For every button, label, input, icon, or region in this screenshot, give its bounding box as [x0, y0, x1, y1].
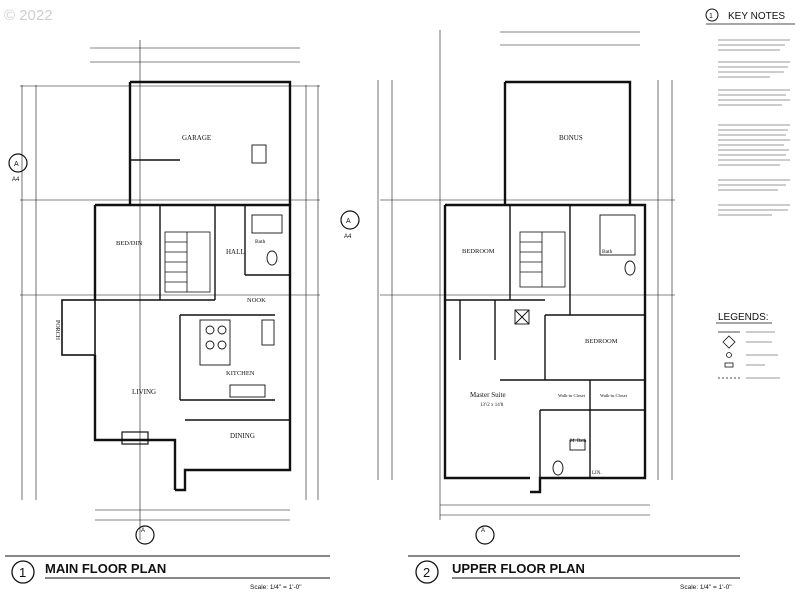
room-label-porch: PORCH	[54, 320, 60, 341]
main-bath-fixtures	[251, 144, 283, 266]
key-notes-text-lines	[718, 39, 790, 216]
key-notes-panel: 1 KEY NOTES	[705, 8, 795, 216]
main-interior-walls	[95, 159, 290, 421]
key-notes-number: 1	[709, 13, 713, 20]
section-sheet-upper-left: A4	[344, 234, 352, 240]
main-floor-plan	[8, 40, 320, 545]
upper-stairs	[519, 231, 566, 288]
main-plan-scale: Scale: 1/4" = 1'-0"	[250, 584, 302, 591]
upper-dimension-lines	[377, 30, 675, 520]
legends-panel: LEGENDS:	[716, 312, 780, 379]
room-label-garage: GARAGE	[182, 134, 211, 142]
upper-plan-number-circle	[415, 560, 439, 584]
upper-bath-fixtures	[514, 214, 636, 476]
room-label-kitchen: KITCHEN	[226, 370, 255, 377]
section-label-upper-bottom: A	[481, 528, 485, 534]
legends-title: LEGENDS:	[718, 312, 769, 323]
main-title-block: 1 MAIN FLOOR PLAN Scale: 1/4" = 1'-0"	[5, 555, 330, 591]
section-marker-upper-left	[340, 210, 360, 230]
key-notes-marker	[705, 8, 719, 22]
room-label-walk-in-left: Walk-in Closet	[558, 393, 586, 398]
room-label-bonus: BONUS	[559, 134, 583, 142]
section-marker-upper-bottom	[475, 525, 495, 545]
room-label-upper-bath: Bath	[602, 249, 613, 255]
upper-title-block: 2 UPPER FLOOR PLAN Scale: 1/4" = 1'-0"	[408, 555, 740, 591]
upper-interior-walls	[445, 205, 645, 478]
room-label-bedroom-right: BEDROOM	[585, 338, 618, 345]
main-room-labels: GARAGE BED/DIN HALL Bath NOOK PORCH KITC…	[12, 134, 266, 534]
room-label-nook: NOOK	[247, 297, 266, 304]
porch-outline	[61, 299, 96, 356]
room-label-linen: LIN.	[592, 471, 602, 476]
upper-floor-plan	[340, 30, 675, 545]
upper-room-labels: BONUS BEDROOM Bath BEDROOM Master Suite …	[344, 134, 628, 534]
room-label-bed-den: BED/DIN	[116, 240, 143, 247]
section-sheet-left: A4	[12, 177, 20, 183]
room-dims-master-suite: 13'/2 x 14'8	[480, 403, 504, 408]
room-label-master-bath: M. Bath	[570, 439, 587, 444]
room-label-main-bath: Bath	[255, 239, 266, 245]
key-notes-title: KEY NOTES	[728, 11, 785, 22]
room-label-living: LIVING	[132, 388, 156, 396]
fireplace	[121, 431, 149, 445]
legend-text-lines	[746, 331, 780, 379]
main-dimension-lines	[20, 40, 320, 540]
section-marker-bottom	[135, 525, 155, 545]
section-label-bottom: A	[141, 528, 145, 534]
section-marker-left	[8, 153, 28, 173]
main-stairs	[164, 231, 211, 293]
room-label-walk-in-right: Walk-in Closet	[600, 393, 628, 398]
upper-exterior-walls	[443, 80, 647, 494]
legend-symbols	[718, 331, 740, 379]
main-exterior-walls	[93, 80, 292, 492]
kitchen-appliances	[199, 319, 275, 398]
main-plan-title: MAIN FLOOR PLAN	[45, 561, 166, 576]
section-label-left: A	[14, 161, 19, 168]
section-label-upper-left: A	[346, 218, 351, 225]
room-label-bedroom-left: BEDROOM	[462, 248, 495, 255]
upper-plan-title: UPPER FLOOR PLAN	[452, 561, 585, 576]
room-label-master-suite: Master Suite	[470, 391, 506, 399]
room-label-dining: DINING	[230, 432, 255, 440]
main-plan-number: 1	[19, 565, 26, 580]
upper-plan-number: 2	[423, 565, 430, 580]
main-plan-number-circle	[11, 560, 35, 584]
upper-plan-scale: Scale: 1/4" = 1'-0"	[680, 584, 732, 591]
room-label-hall: HALL	[226, 248, 245, 256]
copyright-watermark: © 2022	[4, 7, 53, 24]
